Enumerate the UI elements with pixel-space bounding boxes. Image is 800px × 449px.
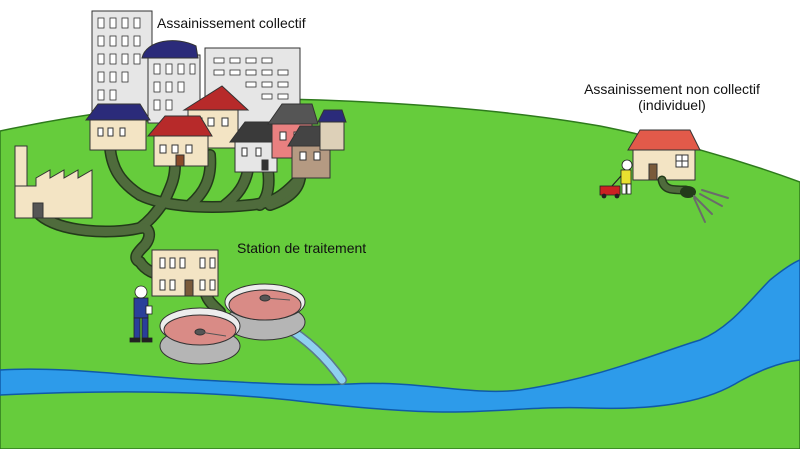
treatment-building	[151, 249, 219, 297]
factory	[14, 145, 93, 219]
individual-sanitation-label: Assainissement non collectif (individuel…	[566, 81, 778, 113]
septic-system	[657, 175, 729, 223]
sewer-network	[34, 142, 306, 318]
settling-basins	[159, 283, 306, 365]
worker-figure	[129, 285, 153, 343]
individual-sanitation-label-line2: (individuel)	[638, 97, 706, 113]
gardener-figure	[599, 159, 633, 199]
individual-house	[627, 129, 701, 181]
houses-cluster	[85, 85, 347, 179]
treatment-station-label: Station de traitement	[237, 240, 367, 256]
river	[0, 259, 800, 413]
individual-sanitation-label-line1: Assainissement non collectif	[584, 81, 760, 97]
collective-sanitation-label: Assainissement collectif	[157, 15, 306, 31]
